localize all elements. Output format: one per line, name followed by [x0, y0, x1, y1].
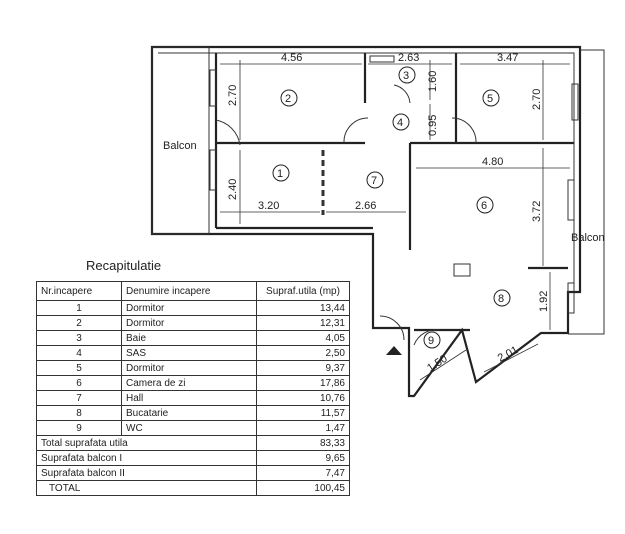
room-number: 9: [428, 335, 434, 347]
room-name: SAS: [121, 345, 257, 361]
total-label: Total suprafata utila: [36, 435, 257, 451]
dim-label: 1.92: [538, 291, 550, 312]
dim-label: 1.50: [425, 353, 450, 375]
dimension-lines: [220, 60, 570, 381]
room-no: 3: [36, 330, 122, 346]
dim-label: 2.66: [355, 200, 376, 212]
kitchen-island: [453, 263, 471, 277]
room-number: 3: [403, 70, 409, 82]
room-name: Camera de zi: [121, 375, 257, 391]
room-number: 7: [371, 175, 377, 187]
room-number: 6: [481, 200, 487, 212]
recap-table: Nr.incapere Denumire incapere Supraf.uti…: [36, 281, 350, 496]
total-value: 9,65: [256, 450, 350, 466]
dim-label: 0.95: [427, 115, 439, 136]
column-header: Supraf.utila (mp): [256, 281, 350, 301]
room-area: 1,47: [256, 420, 350, 436]
room-no: 7: [36, 390, 122, 406]
room-name: Dormitor: [121, 360, 257, 376]
room-no: 5: [36, 360, 122, 376]
balcony-right-label: Balcon: [571, 232, 605, 244]
dim-label: 3.20: [258, 200, 279, 212]
column-header: Nr.incapere: [36, 281, 122, 301]
dim-label: 2.70: [531, 89, 543, 110]
room-number: 5: [487, 93, 493, 105]
total-value: 100,45: [256, 480, 350, 496]
dim-label: 4.80: [482, 156, 503, 168]
room-no: 2: [36, 315, 122, 331]
total-value: 7,47: [256, 465, 350, 481]
table-header-row: Nr.incapere Denumire incapere Supraf.uti…: [36, 281, 350, 301]
room-number: 1: [277, 168, 283, 180]
dim-label: 2.63: [398, 52, 419, 64]
room-name: Baie: [121, 330, 257, 346]
room-area: 11,57: [256, 405, 350, 421]
recap-title: Recapitulatie: [86, 258, 162, 273]
door-swings: [215, 84, 477, 346]
room-markers: 2 3 4 5 1 7 6 8 9: [272, 66, 511, 349]
room-number: 8: [498, 293, 504, 305]
balcony-left-label: Balcon: [163, 140, 197, 152]
total-label: Suprafata balcon I: [36, 450, 257, 466]
balcony-left-outline: [151, 46, 210, 235]
entrance-marker: [386, 346, 402, 355]
room-number: 4: [397, 117, 403, 129]
windows: [209, 55, 579, 314]
interior-walls: [214, 53, 574, 332]
balcony-right-outline: [568, 49, 605, 335]
room-name: Hall: [121, 390, 257, 406]
dim-label: 3.72: [531, 201, 543, 222]
room-no: 1: [36, 300, 122, 316]
room-no: 6: [36, 375, 122, 391]
room-no: 8: [36, 405, 122, 421]
room-no: 9: [36, 420, 122, 436]
dim-label: 3.47: [497, 52, 518, 64]
dim-label: 2.40: [227, 179, 239, 200]
total-label: Suprafata balcon II: [36, 465, 257, 481]
dim-label: 2.70: [227, 85, 239, 106]
dimension-texts: 4.56 2.63 3.47 2.70 1.60 2.70 0.95 2.40 …: [227, 52, 550, 375]
dim-label: 1.60: [427, 71, 439, 92]
room-name: WC: [121, 420, 257, 436]
room-area: 13,44: [256, 300, 350, 316]
column-header: Denumire incapere: [121, 281, 257, 301]
room-area: 12,31: [256, 315, 350, 331]
room-name: Dormitor: [121, 300, 257, 316]
total-value: 83,33: [256, 435, 350, 451]
room-area: 9,37: [256, 360, 350, 376]
room-area: 17,86: [256, 375, 350, 391]
dim-label: 2.01: [496, 344, 521, 365]
room-name: Bucatarie: [121, 405, 257, 421]
room-no: 4: [36, 345, 122, 361]
room-area: 2,50: [256, 345, 350, 361]
total-label: TOTAL: [36, 480, 257, 496]
dim-label: 4.56: [281, 52, 302, 64]
room-name: Dormitor: [121, 315, 257, 331]
room-area: 4,05: [256, 330, 350, 346]
room-area: 10,76: [256, 390, 350, 406]
room-number: 2: [285, 93, 291, 105]
